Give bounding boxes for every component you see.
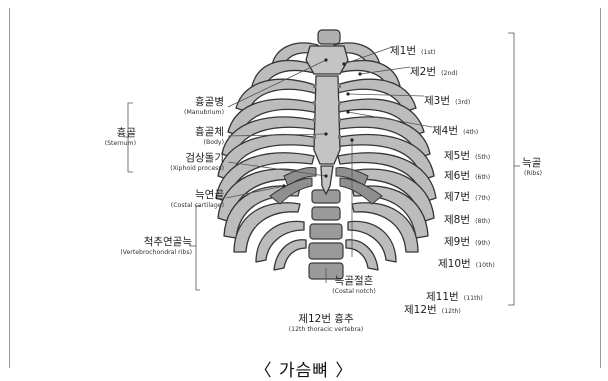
rib-2-label: 제2번 (2nd) <box>410 62 458 78</box>
costal-notch-label: 늑골절흔 <box>314 276 394 287</box>
xiphoid-label: 검상돌기 <box>185 153 224 164</box>
sternum-group-label: 흉골 <box>117 128 136 139</box>
thoracic-vertebra-label-en: (12th thoracic vertebra) <box>276 327 376 333</box>
sternum-group-label-en: (Sternum) <box>105 141 136 147</box>
figure-caption: 〈 가슴뼈 〉 <box>0 356 608 381</box>
manubrium-label-en: (Manubrium) <box>184 110 224 116</box>
manubrium-label: 흉골병 <box>195 97 224 108</box>
rib-1-label: 제1번 (1st) <box>390 41 436 57</box>
ribs-group-label-en: (Ribs) <box>524 171 542 177</box>
rib-9-label: 제9번 (9th) <box>444 232 490 248</box>
rib-3-label: 제3번 (3rd) <box>424 91 470 107</box>
rib-5-label: 제5번 (5th) <box>444 146 490 162</box>
rib-10-label: 제10번 (10th) <box>438 254 495 270</box>
ribs-group-label: 늑골 <box>522 158 541 169</box>
vertebrochondral-label: 척추연골늑 <box>144 237 192 248</box>
rib-7-label: 제7번 (7th) <box>444 187 490 203</box>
rib-8-label: 제8번 (8th) <box>444 210 490 226</box>
rib-4-label: 제4번 (4th) <box>432 121 478 137</box>
sternum-body-label: 흉골체 <box>195 127 224 138</box>
vertebrochondral-label-en: (Vertebrochondral ribs) <box>120 250 192 256</box>
thoracic-vertebra-label: 제12번 흉추 <box>276 314 376 325</box>
sternum-body-label-en: (Body) <box>204 140 224 146</box>
first-thoracic-vertebra <box>318 30 340 44</box>
xiphoid-label-en: (Xiphoid process) <box>170 166 224 172</box>
left-ribs <box>216 43 318 270</box>
costal-cartilage-label: 늑연골 <box>195 190 224 201</box>
vertebral-column <box>309 190 343 279</box>
costal-notch-label-en: (Costal notch) <box>314 289 394 295</box>
sternum-body <box>314 76 340 164</box>
rib-6-label: 제6번 (6th) <box>444 166 490 182</box>
costal-cartilage-label-en: (Costal cartilage) <box>171 203 224 209</box>
rib-12-label: 제12번 (12th) <box>404 300 461 316</box>
